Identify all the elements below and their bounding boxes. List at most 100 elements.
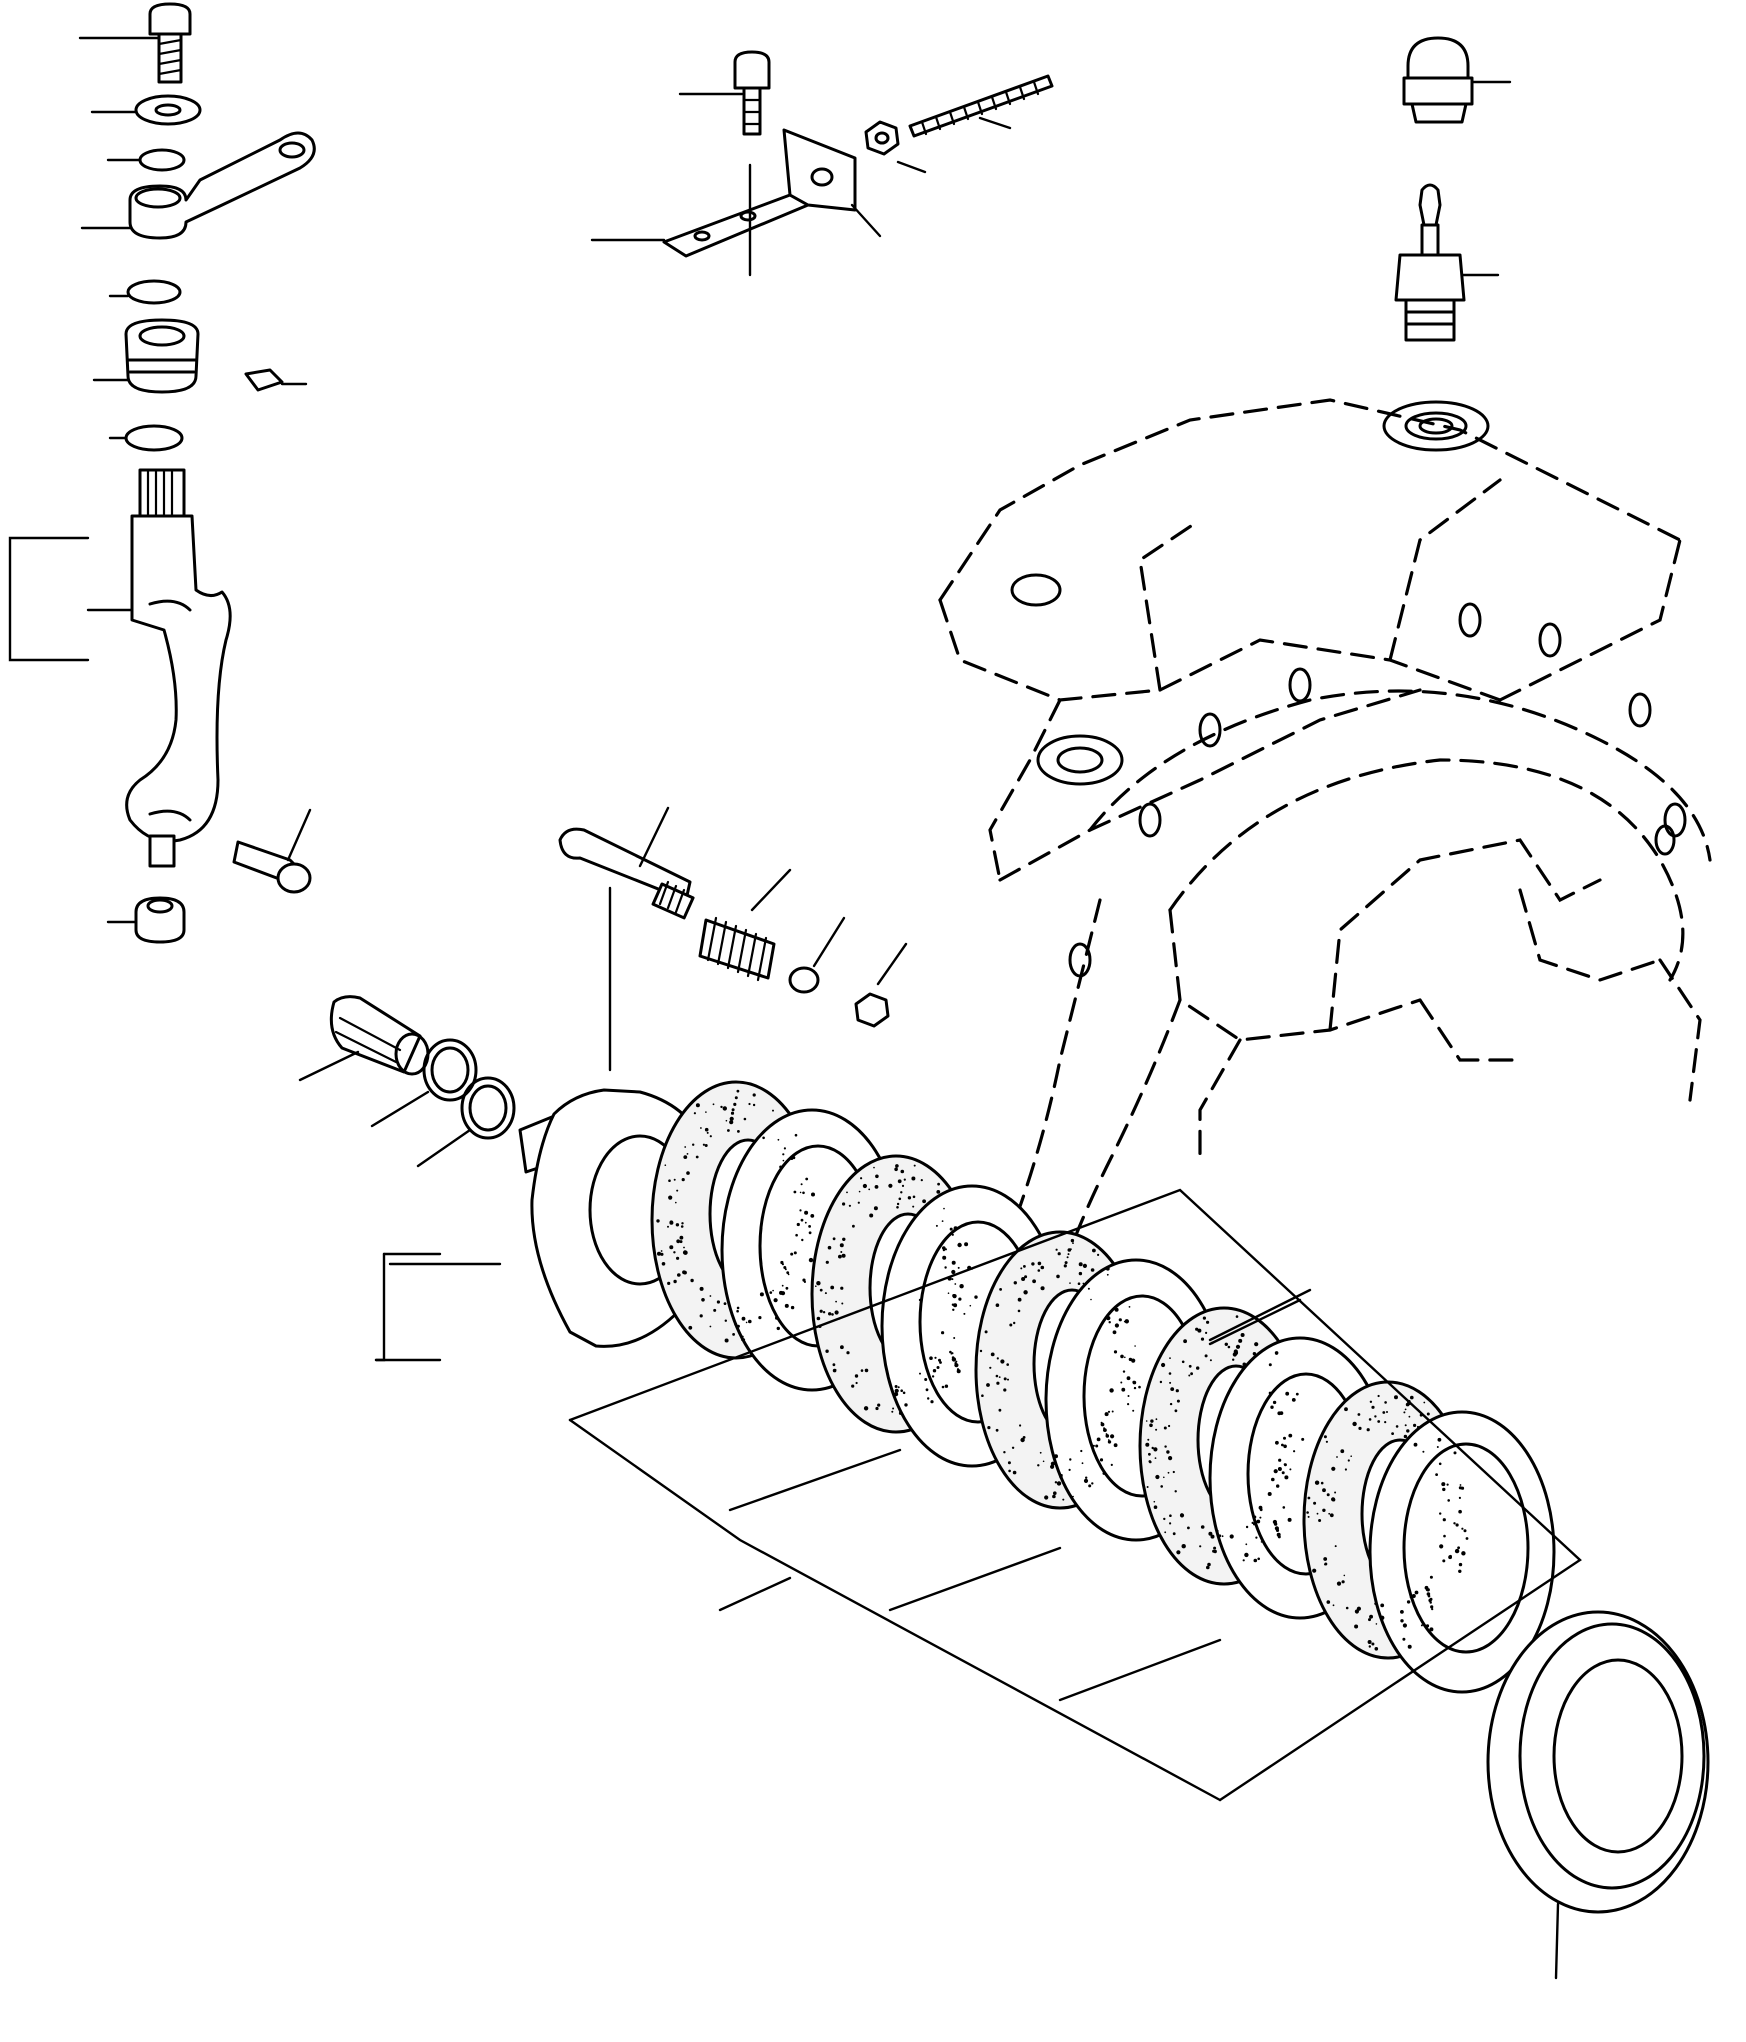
- lining-speck: [784, 1303, 789, 1308]
- lining-speck: [900, 1169, 905, 1174]
- lining-speck: [1430, 1605, 1434, 1609]
- lining-speck: [1175, 1389, 1179, 1393]
- lining-speck: [1287, 1517, 1292, 1522]
- lining-speck: [1131, 1358, 1136, 1363]
- lining-speck: [1121, 1300, 1124, 1303]
- lining-speck: [1008, 1469, 1011, 1473]
- lining-speck: [1040, 1286, 1044, 1290]
- lining-speck: [1105, 1266, 1110, 1271]
- lining-speck: [835, 1300, 837, 1303]
- lining-speck: [822, 1311, 826, 1314]
- lining-speck: [1088, 1484, 1092, 1488]
- lining-speck: [941, 1385, 945, 1389]
- lining-speck: [1283, 1436, 1286, 1440]
- lining-speck: [1053, 1491, 1057, 1495]
- lining-speck: [848, 1204, 852, 1207]
- lining-speck: [1166, 1450, 1170, 1454]
- lining-speck: [1325, 1440, 1328, 1443]
- lining-speck: [1188, 1374, 1191, 1377]
- lining-speck: [1260, 1541, 1263, 1543]
- lining-speck: [956, 1369, 961, 1374]
- lining-speck: [1003, 1451, 1006, 1454]
- lining-speck: [683, 1155, 688, 1159]
- breather-cap: [1402, 36, 1512, 124]
- lining-speck: [1199, 1545, 1202, 1548]
- lining-speck: [804, 1221, 807, 1224]
- lining-speck: [828, 1312, 832, 1316]
- lining-speck: [1322, 1488, 1326, 1493]
- lining-speck: [1403, 1411, 1406, 1414]
- lining-speck: [1295, 1392, 1299, 1396]
- lining-speck: [1350, 1455, 1352, 1457]
- lining-speck: [1282, 1506, 1286, 1509]
- lining-speck: [987, 1426, 991, 1430]
- lining-speck: [895, 1164, 899, 1168]
- lining-speck: [1281, 1443, 1284, 1447]
- lining-speck: [1331, 1466, 1336, 1471]
- lining-speck: [1357, 1413, 1361, 1416]
- lining-speck: [1050, 1464, 1055, 1469]
- lining-speck: [1149, 1460, 1152, 1464]
- lining-speck: [984, 1330, 988, 1334]
- lining-speck: [1453, 1451, 1457, 1455]
- lining-speck: [1054, 1454, 1058, 1459]
- lining-speck: [935, 1224, 938, 1227]
- lining-speck: [1400, 1619, 1404, 1623]
- lining-speck: [1092, 1444, 1095, 1447]
- lining-speck: [995, 1428, 999, 1432]
- lining-speck: [1367, 1640, 1372, 1644]
- lining-speck: [727, 1129, 730, 1132]
- lining-speck: [803, 1280, 807, 1283]
- lining-speck: [1063, 1264, 1067, 1268]
- lining-speck: [862, 1183, 868, 1189]
- lining-speck: [1181, 1360, 1185, 1364]
- lining-speck: [1402, 1623, 1407, 1628]
- lining-speck: [1163, 1517, 1166, 1521]
- lining-speck: [1382, 1411, 1386, 1414]
- lining-speck: [1371, 1642, 1375, 1646]
- lining-speck: [1224, 1342, 1229, 1347]
- lining-speck: [944, 1384, 949, 1388]
- lining-speck: [1404, 1424, 1407, 1427]
- lining-speck: [1253, 1522, 1256, 1526]
- lining-speck: [934, 1356, 937, 1359]
- lining-speck: [819, 1288, 823, 1292]
- lining-speck: [1095, 1444, 1099, 1448]
- lining-speck: [1313, 1501, 1317, 1505]
- lining-speck: [1012, 1470, 1017, 1475]
- lining-speck: [936, 1366, 940, 1369]
- lining-speck: [1334, 1491, 1337, 1494]
- lining-speck: [912, 1195, 916, 1199]
- lining-speck: [1408, 1415, 1411, 1418]
- lining-speck: [801, 1238, 804, 1242]
- lining-speck: [1416, 1425, 1420, 1429]
- lining-speck: [913, 1164, 916, 1167]
- lining-speck: [1077, 1282, 1081, 1285]
- lining-speck: [1172, 1532, 1176, 1536]
- lining-speck: [725, 1119, 728, 1122]
- lining-speck: [996, 1381, 1000, 1385]
- lining-speck: [676, 1239, 681, 1244]
- lining-speck: [950, 1353, 953, 1355]
- lining-speck: [1169, 1402, 1173, 1406]
- lining-speck: [1256, 1519, 1261, 1524]
- lining-speck: [1442, 1559, 1446, 1563]
- lining-speck: [1377, 1420, 1381, 1423]
- lining-speck: [1107, 1440, 1112, 1444]
- lining-speck: [1273, 1522, 1278, 1526]
- lining-speck: [720, 1105, 723, 1109]
- lining-speck: [1341, 1580, 1345, 1584]
- lining-speck: [1069, 1282, 1071, 1284]
- lining-speck: [932, 1369, 937, 1373]
- lining-speck: [1091, 1482, 1094, 1485]
- lining-speck: [1006, 1363, 1009, 1366]
- lining-speck: [894, 1167, 898, 1172]
- lining-speck: [668, 1195, 673, 1200]
- lining-speck: [1356, 1606, 1361, 1611]
- lining-speck: [1375, 1623, 1378, 1625]
- lining-speck: [759, 1292, 764, 1297]
- lining-speck: [1020, 1267, 1023, 1270]
- lining-speck: [1380, 1615, 1385, 1621]
- lining-speck: [819, 1309, 823, 1313]
- lining-speck: [1174, 1490, 1177, 1493]
